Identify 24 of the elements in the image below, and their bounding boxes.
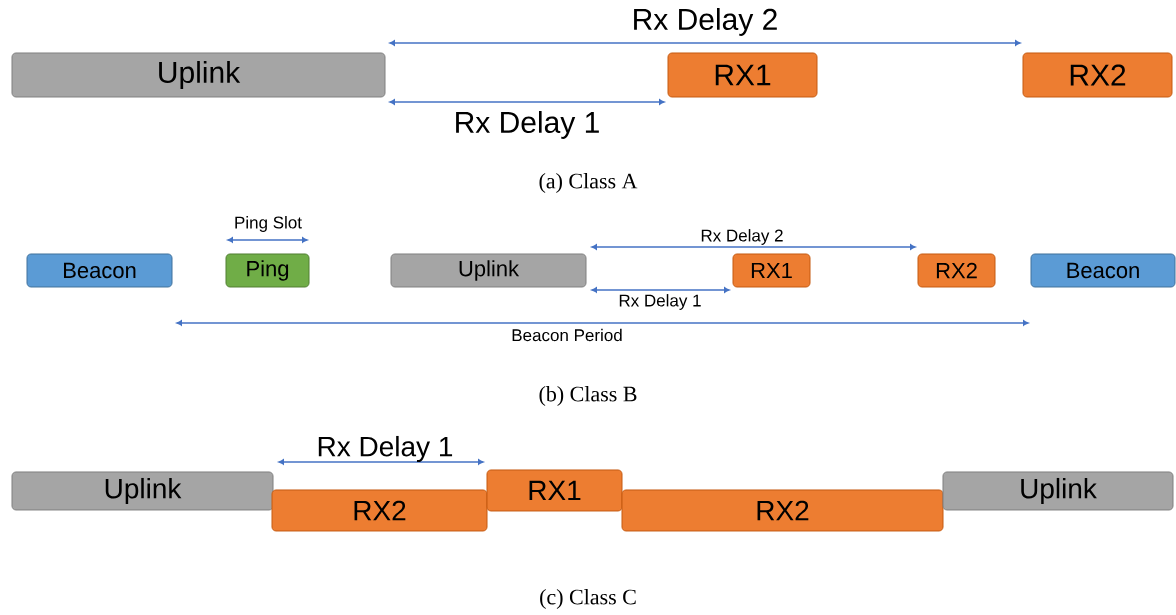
timeslot-box: RX1 [486,469,623,512]
dimension-label: Rx Delay 1 [318,435,453,463]
timeslot-box: Uplink [942,471,1174,511]
timeslot-box: RX2 [621,489,944,532]
dimension-label: Beacon Period [512,328,622,342]
timeslot-box: RX2 [917,253,996,288]
timeslot-box: RX2 [271,489,488,532]
timeslot-box: Ping [225,253,310,288]
caption: (c) Class C [540,589,636,609]
timeslot-box: Beacon [1030,253,1176,288]
timeslot-box: RX2 [1022,52,1173,98]
caption: (a) Class A [539,173,638,193]
dimension-label: Rx Delay 1 [619,294,701,310]
dimension-label: Rx Delay 2 [634,8,777,36]
caption: (b) Class B [539,386,637,406]
timeslot-box: Uplink [11,52,386,98]
dimension-label: Rx Delay 2 [701,229,783,245]
timeslot-box: RX1 [667,52,818,98]
timeslot-box: Uplink [390,253,587,288]
timeslot-box: Uplink [11,471,274,511]
dimension-label: Ping Slot [235,216,302,232]
timeslot-box: Beacon [26,253,173,288]
timeslot-box: RX1 [732,253,811,288]
dimension-label: Rx Delay 1 [456,111,599,139]
